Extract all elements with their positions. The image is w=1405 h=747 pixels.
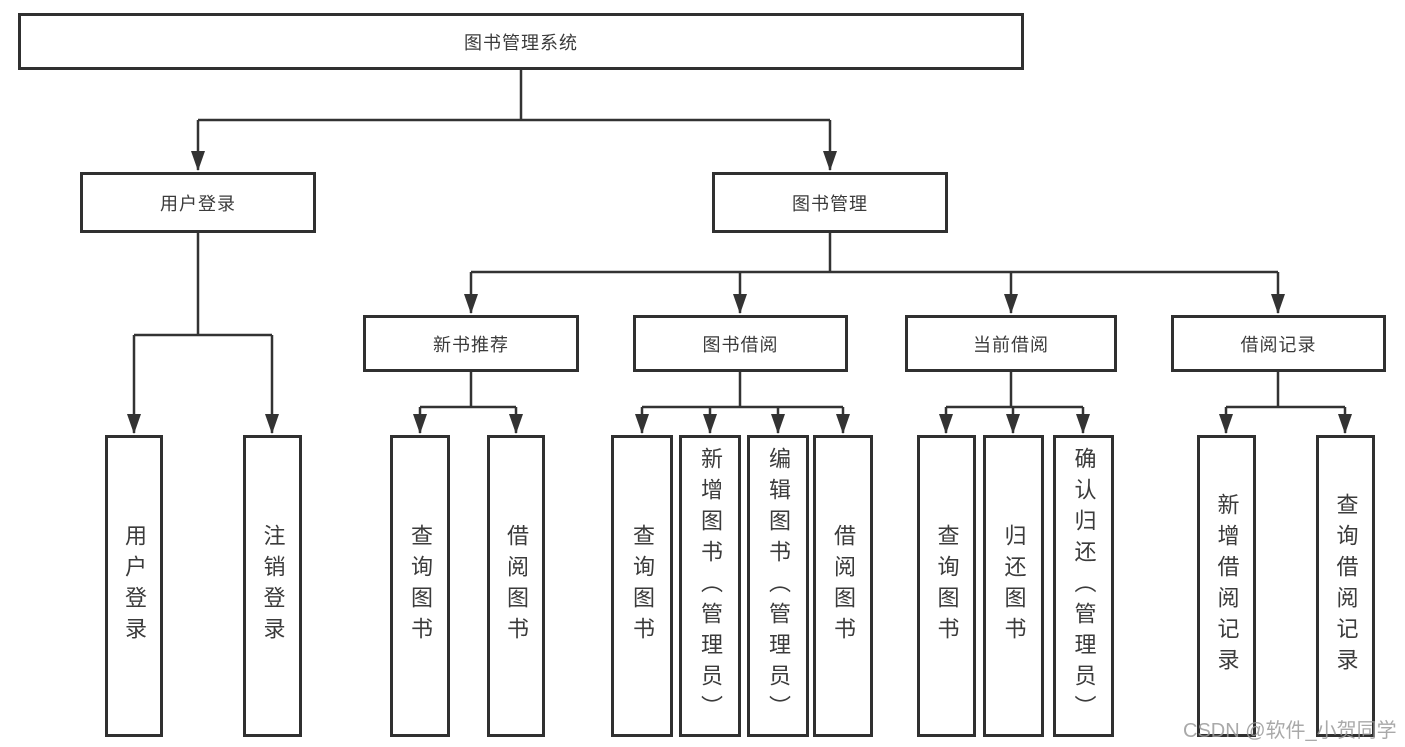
- node-label: 查询图书: [934, 524, 960, 648]
- leaf-add-borrow-record: 新增借阅记录: [1197, 435, 1256, 737]
- leaf-user-login: 用户登录: [105, 435, 163, 737]
- node-label: 归还图书: [1001, 524, 1027, 648]
- leaf-query-books-borrowing: 查询图书: [611, 435, 673, 737]
- node-label: 确认归还（管理员）: [1071, 446, 1097, 726]
- node-label: 新增借阅记录: [1214, 493, 1240, 679]
- node-label: 查询图书: [408, 524, 433, 648]
- node-label: 图书管理系统: [464, 32, 578, 53]
- connector-user-login-children: [127, 233, 279, 434]
- csdn-watermark: CSDN @软件_小贺同学: [1183, 720, 1397, 742]
- leaf-borrow-books-borrowing: 借阅图书: [813, 435, 873, 737]
- node-label: 借阅图书: [504, 524, 529, 648]
- node-label: 用户登录: [122, 524, 147, 648]
- node-label: 新书推荐: [433, 334, 509, 355]
- node-label: 注销登录: [260, 524, 286, 648]
- node-label: 借阅图书: [831, 524, 856, 648]
- node-label: 编辑图书（管理员）: [766, 446, 791, 726]
- leaf-query-books-recommendation: 查询图书: [390, 435, 450, 737]
- node-book-borrowing: 图书借阅: [633, 315, 848, 372]
- leaf-edit-books-admin: 编辑图书（管理员）: [747, 435, 809, 737]
- node-label: 借阅记录: [1240, 334, 1317, 355]
- node-label: 当前借阅: [973, 334, 1049, 355]
- node-label: 新增图书（管理员）: [698, 446, 723, 726]
- connector-current-borrowing-children: [939, 372, 1090, 434]
- node-current-borrowing: 当前借阅: [905, 315, 1117, 372]
- leaf-query-borrow-record: 查询借阅记录: [1316, 435, 1375, 737]
- leaf-confirm-return-admin: 确认归还（管理员）: [1053, 435, 1114, 737]
- node-user-login: 用户登录: [80, 172, 316, 233]
- leaf-return-books: 归还图书: [983, 435, 1044, 737]
- node-label: 用户登录: [160, 193, 236, 214]
- leaf-add-books-admin: 新增图书（管理员）: [679, 435, 741, 737]
- connector-root-to-level2: [191, 70, 837, 171]
- node-book-management: 图书管理: [712, 172, 948, 233]
- leaf-borrow-books-recommendation: 借阅图书: [487, 435, 545, 737]
- node-label: 图书管理: [792, 193, 868, 214]
- node-label: 查询借阅记录: [1333, 493, 1359, 679]
- node-borrowing-records: 借阅记录: [1171, 315, 1386, 372]
- connector-recommendation-children: [413, 372, 523, 434]
- leaf-query-books-current: 查询图书: [917, 435, 976, 737]
- leaf-logout-login: 注销登录: [243, 435, 302, 737]
- connector-book-management-children: [464, 233, 1285, 314]
- node-library-management-system: 图书管理系统: [18, 13, 1024, 70]
- connector-borrowing-children: [635, 372, 850, 434]
- node-new-book-recommendation: 新书推荐: [363, 315, 579, 372]
- connector-records-children: [1219, 372, 1352, 434]
- node-label: 查询图书: [630, 524, 655, 648]
- node-label: 图书借阅: [702, 334, 779, 355]
